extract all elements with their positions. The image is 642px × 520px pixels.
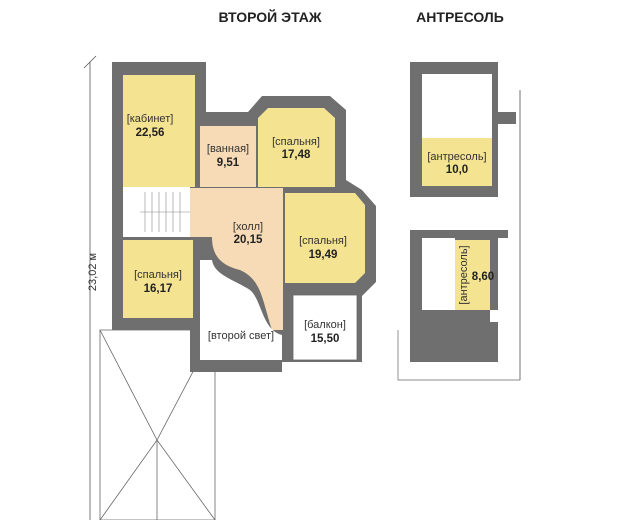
room-bedroom-3 bbox=[123, 240, 193, 318]
room-area: 19,49 bbox=[309, 249, 338, 261]
rooms-mezzanine bbox=[422, 74, 492, 310]
room-balcony bbox=[292, 294, 358, 361]
room-study bbox=[123, 75, 195, 187]
room-mezzanine-2 bbox=[455, 240, 490, 310]
room-name: [спальня] bbox=[134, 269, 182, 281]
room-name: [спальня] bbox=[299, 235, 347, 247]
room-mezzanine-1 bbox=[422, 138, 492, 186]
room-bedroom-1 bbox=[258, 108, 335, 187]
room-name: [холл] bbox=[233, 221, 263, 233]
dimension-line bbox=[83, 55, 97, 520]
room-hall bbox=[190, 188, 283, 330]
room-area: 16,17 bbox=[144, 283, 173, 295]
room-name: [антресоль] bbox=[427, 151, 486, 163]
room-name: [спальня] bbox=[272, 136, 320, 148]
room-name: [антресоль] bbox=[458, 245, 470, 304]
title-second-floor: ВТОРОЙ ЭТАЖ bbox=[218, 8, 321, 25]
site-lines bbox=[397, 90, 521, 381]
rooms-second-floor bbox=[123, 75, 365, 361]
second-light-void bbox=[200, 260, 282, 360]
room-area: 9,51 bbox=[217, 157, 240, 169]
room-area: 15,50 bbox=[311, 333, 340, 345]
title-mezzanine: АНТРЕСОЛЬ bbox=[416, 9, 504, 25]
dimension-label: 23,02 м bbox=[87, 253, 99, 291]
room-bathroom bbox=[200, 126, 256, 187]
room-area: 22,56 bbox=[136, 127, 165, 139]
room-area: 17,48 bbox=[282, 149, 311, 161]
room-name: [кабинет] bbox=[127, 113, 174, 125]
stair-lines bbox=[140, 192, 190, 232]
room-name: [балкон] bbox=[304, 319, 346, 331]
room-area: 10,0 bbox=[446, 164, 468, 176]
room-name: [ванная] bbox=[207, 143, 249, 155]
room-area: 8,60 bbox=[472, 271, 494, 283]
room-name: [второй свет] bbox=[208, 330, 274, 342]
room-bedroom-2 bbox=[285, 193, 365, 283]
room-area: 20,15 bbox=[234, 234, 263, 246]
